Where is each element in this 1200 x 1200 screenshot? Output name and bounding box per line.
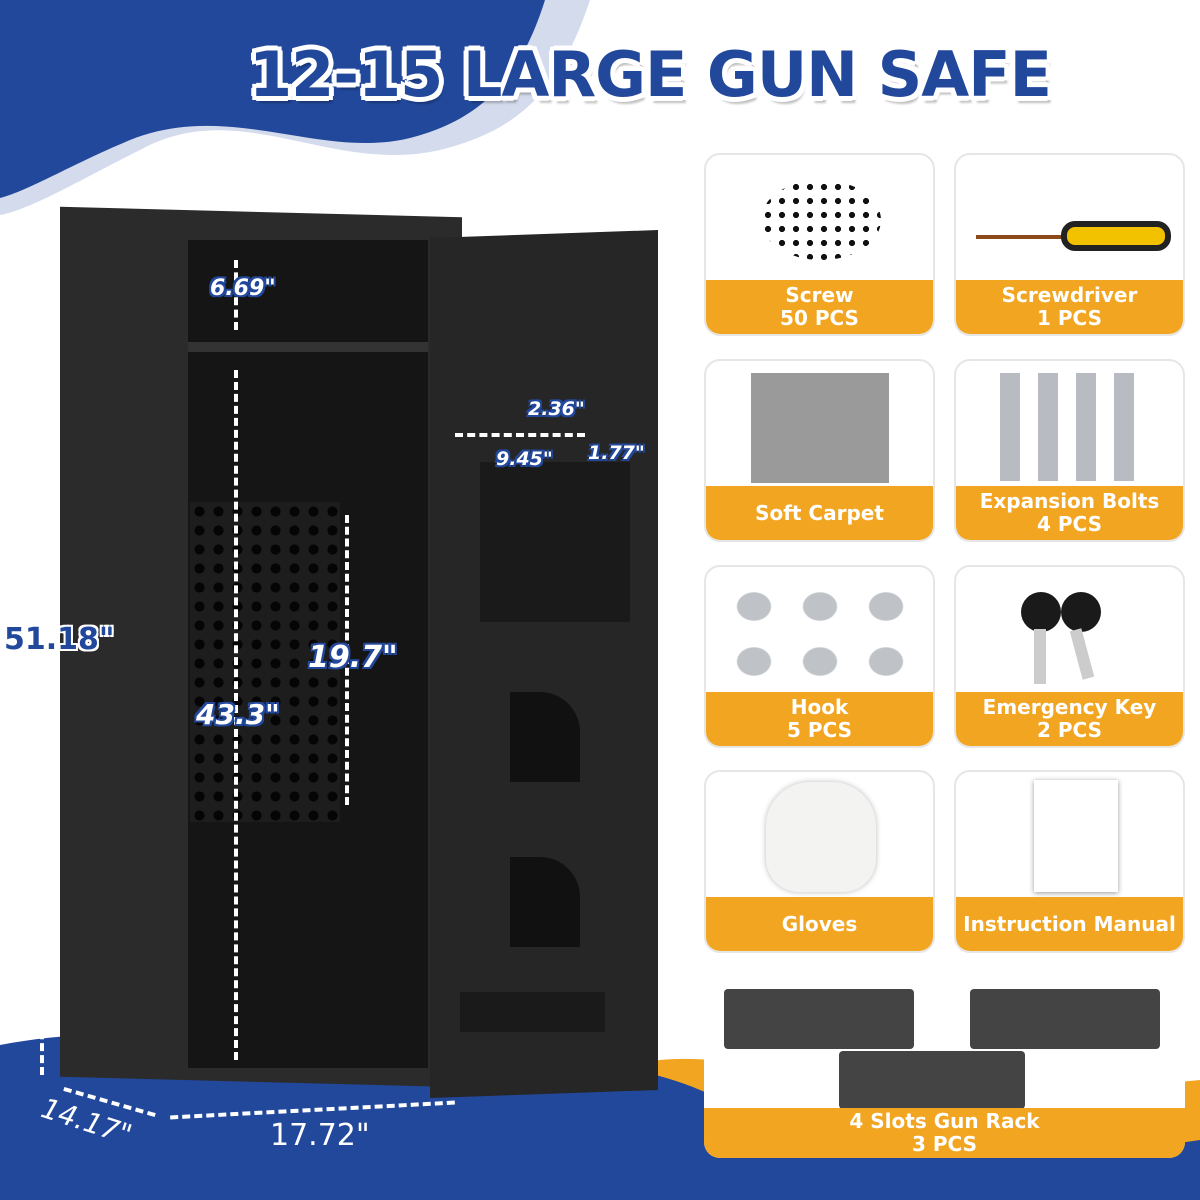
accessory-card-carpet: Soft Carpet — [704, 359, 935, 542]
screws-image — [761, 180, 881, 260]
height-dimension-line — [40, 245, 44, 1075]
width-label: 17.72" — [270, 1118, 370, 1153]
item-qty: 3 PCS — [912, 1132, 977, 1156]
top-shelf-dimension-line — [234, 260, 238, 330]
page-title: 12-15 LARGE GUN SAFE — [249, 38, 1052, 111]
item-name: 4 Slots Gun Rack — [849, 1109, 1040, 1133]
height-label: 51.18" — [4, 622, 115, 657]
pocket-height-label: 2.36" — [528, 398, 585, 420]
accessory-card-manual: Instruction Manual — [954, 770, 1185, 953]
keys-image — [1021, 592, 1061, 632]
item-qty: 4 PCS — [1037, 512, 1102, 536]
item-name: Screwdriver — [1001, 283, 1138, 307]
item-qty: 2 PCS — [1037, 718, 1102, 742]
gloves-image — [766, 782, 876, 892]
pegboard — [190, 502, 340, 822]
item-name: Emergency Key — [982, 695, 1157, 719]
item-name: Instruction Manual — [963, 911, 1176, 936]
accessory-card-gloves: Gloves — [704, 770, 935, 953]
pegboard-dimension-line — [345, 515, 349, 805]
pocket-depth-label: 1.77" — [588, 442, 645, 464]
item-qty: 50 PCS — [780, 306, 859, 330]
carpet-image — [751, 373, 889, 483]
item-name: Screw — [785, 283, 854, 307]
hooks-image — [721, 579, 921, 689]
top-shelf-label: 6.69" — [210, 276, 276, 301]
screwdriver-image — [976, 235, 1066, 239]
item-qty: 5 PCS — [787, 718, 852, 742]
compartment-label: 43.3" — [196, 698, 280, 731]
pocket-width-line — [455, 433, 585, 437]
item-qty: 1 PCS — [1037, 306, 1102, 330]
pegboard-label: 19.7" — [308, 640, 398, 675]
pocket-width-label: 9.45" — [496, 448, 553, 470]
manual-image — [1034, 780, 1118, 892]
gun-rack-image — [724, 989, 914, 1049]
item-name: Gloves — [781, 911, 858, 936]
compartment-dimension-line — [234, 370, 238, 1060]
item-name: Soft Carpet — [755, 500, 884, 525]
safe-illustration — [60, 206, 660, 1098]
bolts-image — [1000, 373, 1140, 481]
item-name: Expansion Bolts — [979, 489, 1160, 513]
item-name: Hook — [790, 695, 849, 719]
